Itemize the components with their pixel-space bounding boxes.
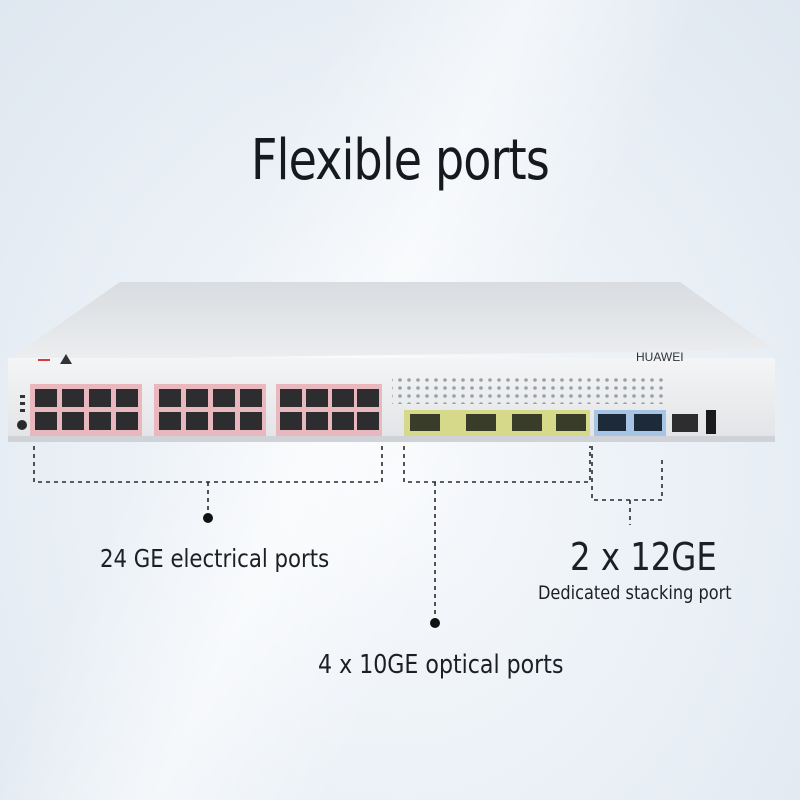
status-led bbox=[20, 402, 25, 405]
callout-stacking-count: 2 x 12GE bbox=[570, 535, 717, 579]
status-led bbox=[20, 395, 25, 398]
callout-optical: 4 x 10GE optical ports bbox=[318, 650, 564, 680]
callout-stacking-desc: Dedicated stacking port bbox=[538, 582, 732, 604]
brand-logo: HUAWEI bbox=[636, 350, 684, 364]
callout-ge-electrical: 24 GE electrical ports bbox=[100, 544, 330, 573]
callout-dot-ge bbox=[203, 513, 213, 523]
rj45-ports bbox=[35, 389, 379, 430]
vent-grille bbox=[392, 378, 664, 404]
sfp-ports bbox=[410, 414, 586, 431]
chassis-bottom-edge bbox=[8, 436, 775, 442]
page-title: Flexible ports bbox=[251, 128, 550, 193]
status-led bbox=[20, 409, 25, 412]
reset-button bbox=[17, 420, 27, 430]
usb-port bbox=[706, 410, 716, 434]
chassis-top bbox=[8, 282, 775, 360]
front-triangle-mark bbox=[60, 354, 72, 364]
callout-dot-optical bbox=[430, 618, 440, 628]
callout-lines bbox=[33, 446, 663, 620]
stacking-ports bbox=[598, 414, 662, 431]
console-port bbox=[672, 414, 698, 432]
